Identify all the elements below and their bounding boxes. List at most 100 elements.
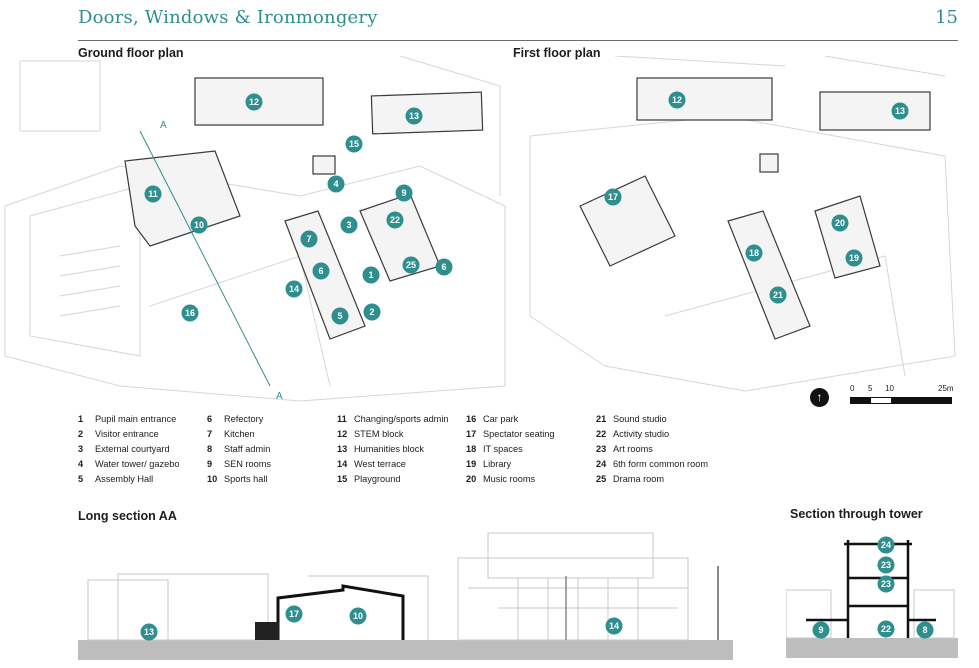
callout-marker-14 <box>605 617 623 635</box>
callout-number: 9 <box>401 188 406 198</box>
callout-number: 18 <box>749 248 759 258</box>
callout-number: 5 <box>337 311 342 321</box>
callout-marker-4 <box>327 175 345 193</box>
callout-number: 19 <box>849 253 859 263</box>
callout-number: 22 <box>390 215 400 225</box>
callout-number: 12 <box>672 95 682 105</box>
callout-marker-16 <box>181 304 199 322</box>
callout-number: 10 <box>194 220 204 230</box>
page-title: Doors, Windows & Ironmongery <box>78 7 378 28</box>
callout-marker-13 <box>891 102 909 120</box>
section-label-a-bottom: A <box>276 391 283 402</box>
first-floor-plan: 12 13 17 20 18 19 21 <box>525 56 965 396</box>
callout-marker-17 <box>285 605 303 623</box>
callout-marker-18 <box>745 244 763 262</box>
callout-marker-21 <box>769 286 787 304</box>
callout-marker-12 <box>668 91 686 109</box>
callout-number: 4 <box>333 179 338 189</box>
callout-number: 14 <box>609 621 619 631</box>
section-line-aa <box>139 130 271 387</box>
callout-marker-2 <box>363 303 381 321</box>
long-section-title: Long section AA <box>78 509 177 523</box>
callout-marker-13 <box>405 107 423 125</box>
callout-number: 15 <box>349 139 359 149</box>
callout-number: 8 <box>922 625 927 635</box>
callout-marker-9 <box>395 184 413 202</box>
callout-marker-24 <box>877 536 895 554</box>
callout-marker-25 <box>402 256 420 274</box>
callout-marker-15 <box>345 135 363 153</box>
callout-marker-23 <box>877 556 895 574</box>
callout-marker-5 <box>331 307 349 325</box>
callout-marker-10 <box>190 216 208 234</box>
callout-number: 17 <box>608 192 618 202</box>
callout-number: 11 <box>148 189 158 199</box>
callout-number: 3 <box>346 220 351 230</box>
callout-number: 2 <box>369 307 374 317</box>
callout-marker-9 <box>812 621 830 639</box>
scale-labels: 0 5 10 25m <box>850 384 954 393</box>
page-number: 15 <box>935 7 958 28</box>
callout-marker-22 <box>386 211 404 229</box>
first-floor-title: First floor plan <box>513 46 601 60</box>
callout-marker-23 <box>877 575 895 593</box>
callout-marker-6 <box>435 258 453 276</box>
callout-marker-20 <box>831 214 849 232</box>
callout-number: 23 <box>881 560 891 570</box>
callout-number: 21 <box>773 290 783 300</box>
ground-floor-title: Ground floor plan <box>78 46 184 60</box>
callout-number: 20 <box>835 218 845 228</box>
callout-marker-19 <box>845 249 863 267</box>
callout-marker-17 <box>604 188 622 206</box>
scale-bar <box>850 397 952 404</box>
north-arrow-icon: ↑ <box>810 388 829 407</box>
callout-number: 14 <box>289 284 299 294</box>
callout-number: 6 <box>318 266 323 276</box>
callout-marker-12 <box>245 93 263 111</box>
callout-marker-3 <box>340 216 358 234</box>
callout-number: 24 <box>881 540 891 550</box>
callout-number: 17 <box>289 609 299 619</box>
section-label-a-top: A <box>160 120 167 131</box>
tower-section-title: Section through tower <box>790 507 923 521</box>
callout-marker-7 <box>300 230 318 248</box>
callout-number: 23 <box>881 579 891 589</box>
callout-number: 13 <box>409 111 419 121</box>
callout-marker-8 <box>916 621 934 639</box>
header-divider <box>78 40 958 41</box>
callout-number: 13 <box>144 627 154 637</box>
callout-number: 25 <box>406 260 416 270</box>
callout-marker-13 <box>140 623 158 641</box>
callout-number: 16 <box>185 308 195 318</box>
callout-number: 1 <box>368 270 373 280</box>
callout-number: 13 <box>895 106 905 116</box>
callout-marker-10 <box>349 607 367 625</box>
